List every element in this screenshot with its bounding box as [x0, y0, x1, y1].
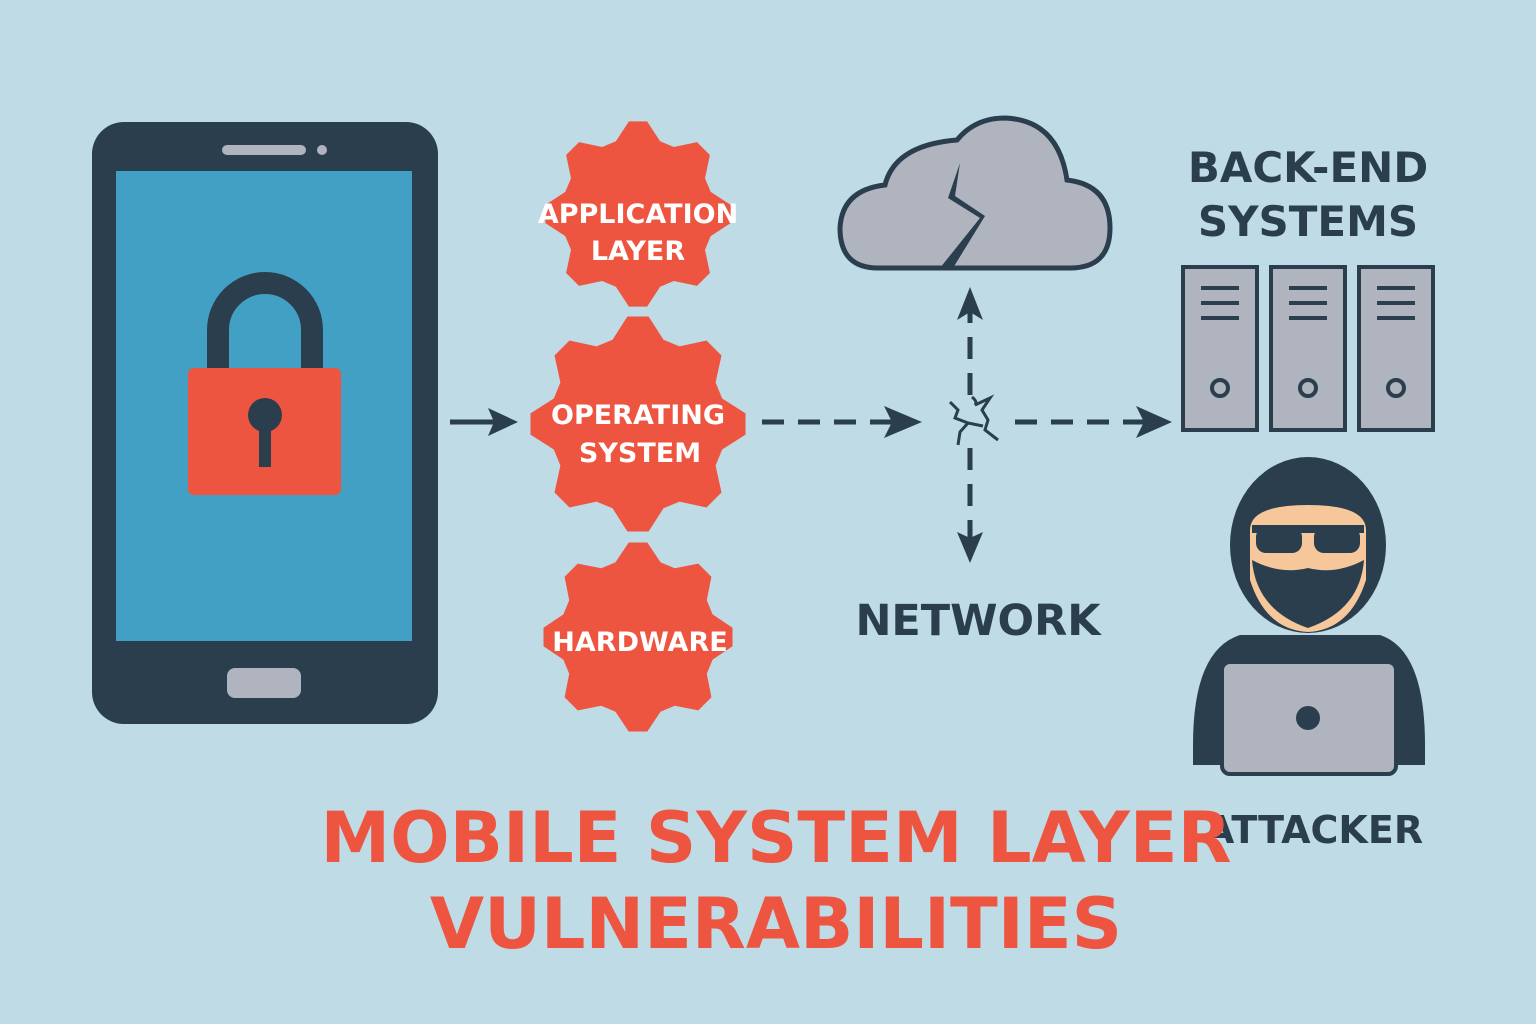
gear-label-os: OPERATING — [551, 400, 725, 431]
gear-icon-application — [545, 121, 731, 307]
backend-label: BACK-END — [1188, 143, 1428, 192]
gear-label-application-2: LAYER — [591, 236, 686, 267]
server-icon — [1181, 265, 1259, 432]
broken-connection-icon — [948, 394, 999, 446]
attacker-label: ATTACKER — [1205, 808, 1423, 852]
gear-icon-operating-system — [530, 316, 746, 532]
keyhole-icon — [248, 398, 282, 432]
padlock-icon — [188, 272, 341, 495]
server-icon — [1357, 265, 1435, 432]
gear-label-hardware: HARDWARE — [552, 627, 727, 658]
phone-speaker — [222, 145, 306, 155]
gear-label-os-2: SYSTEM — [579, 438, 701, 469]
network-label: NETWORK — [855, 596, 1102, 646]
gear-icon-hardware — [543, 542, 733, 732]
mask-icon — [1252, 560, 1364, 628]
broken-cloud-icon — [837, 115, 1113, 271]
backend-label-2: SYSTEMS — [1198, 197, 1418, 246]
gear-label-application: APPLICATION — [538, 199, 738, 230]
server-icon — [1269, 265, 1347, 432]
sunglasses-icon — [1256, 527, 1302, 553]
attacker-icon — [1193, 457, 1425, 776]
phone-home-button — [227, 668, 301, 698]
title-line-2: VULNERABILITIES — [430, 883, 1122, 965]
title-line-1: MOBILE SYSTEM LAYER — [321, 797, 1232, 879]
phone-camera — [317, 145, 327, 155]
